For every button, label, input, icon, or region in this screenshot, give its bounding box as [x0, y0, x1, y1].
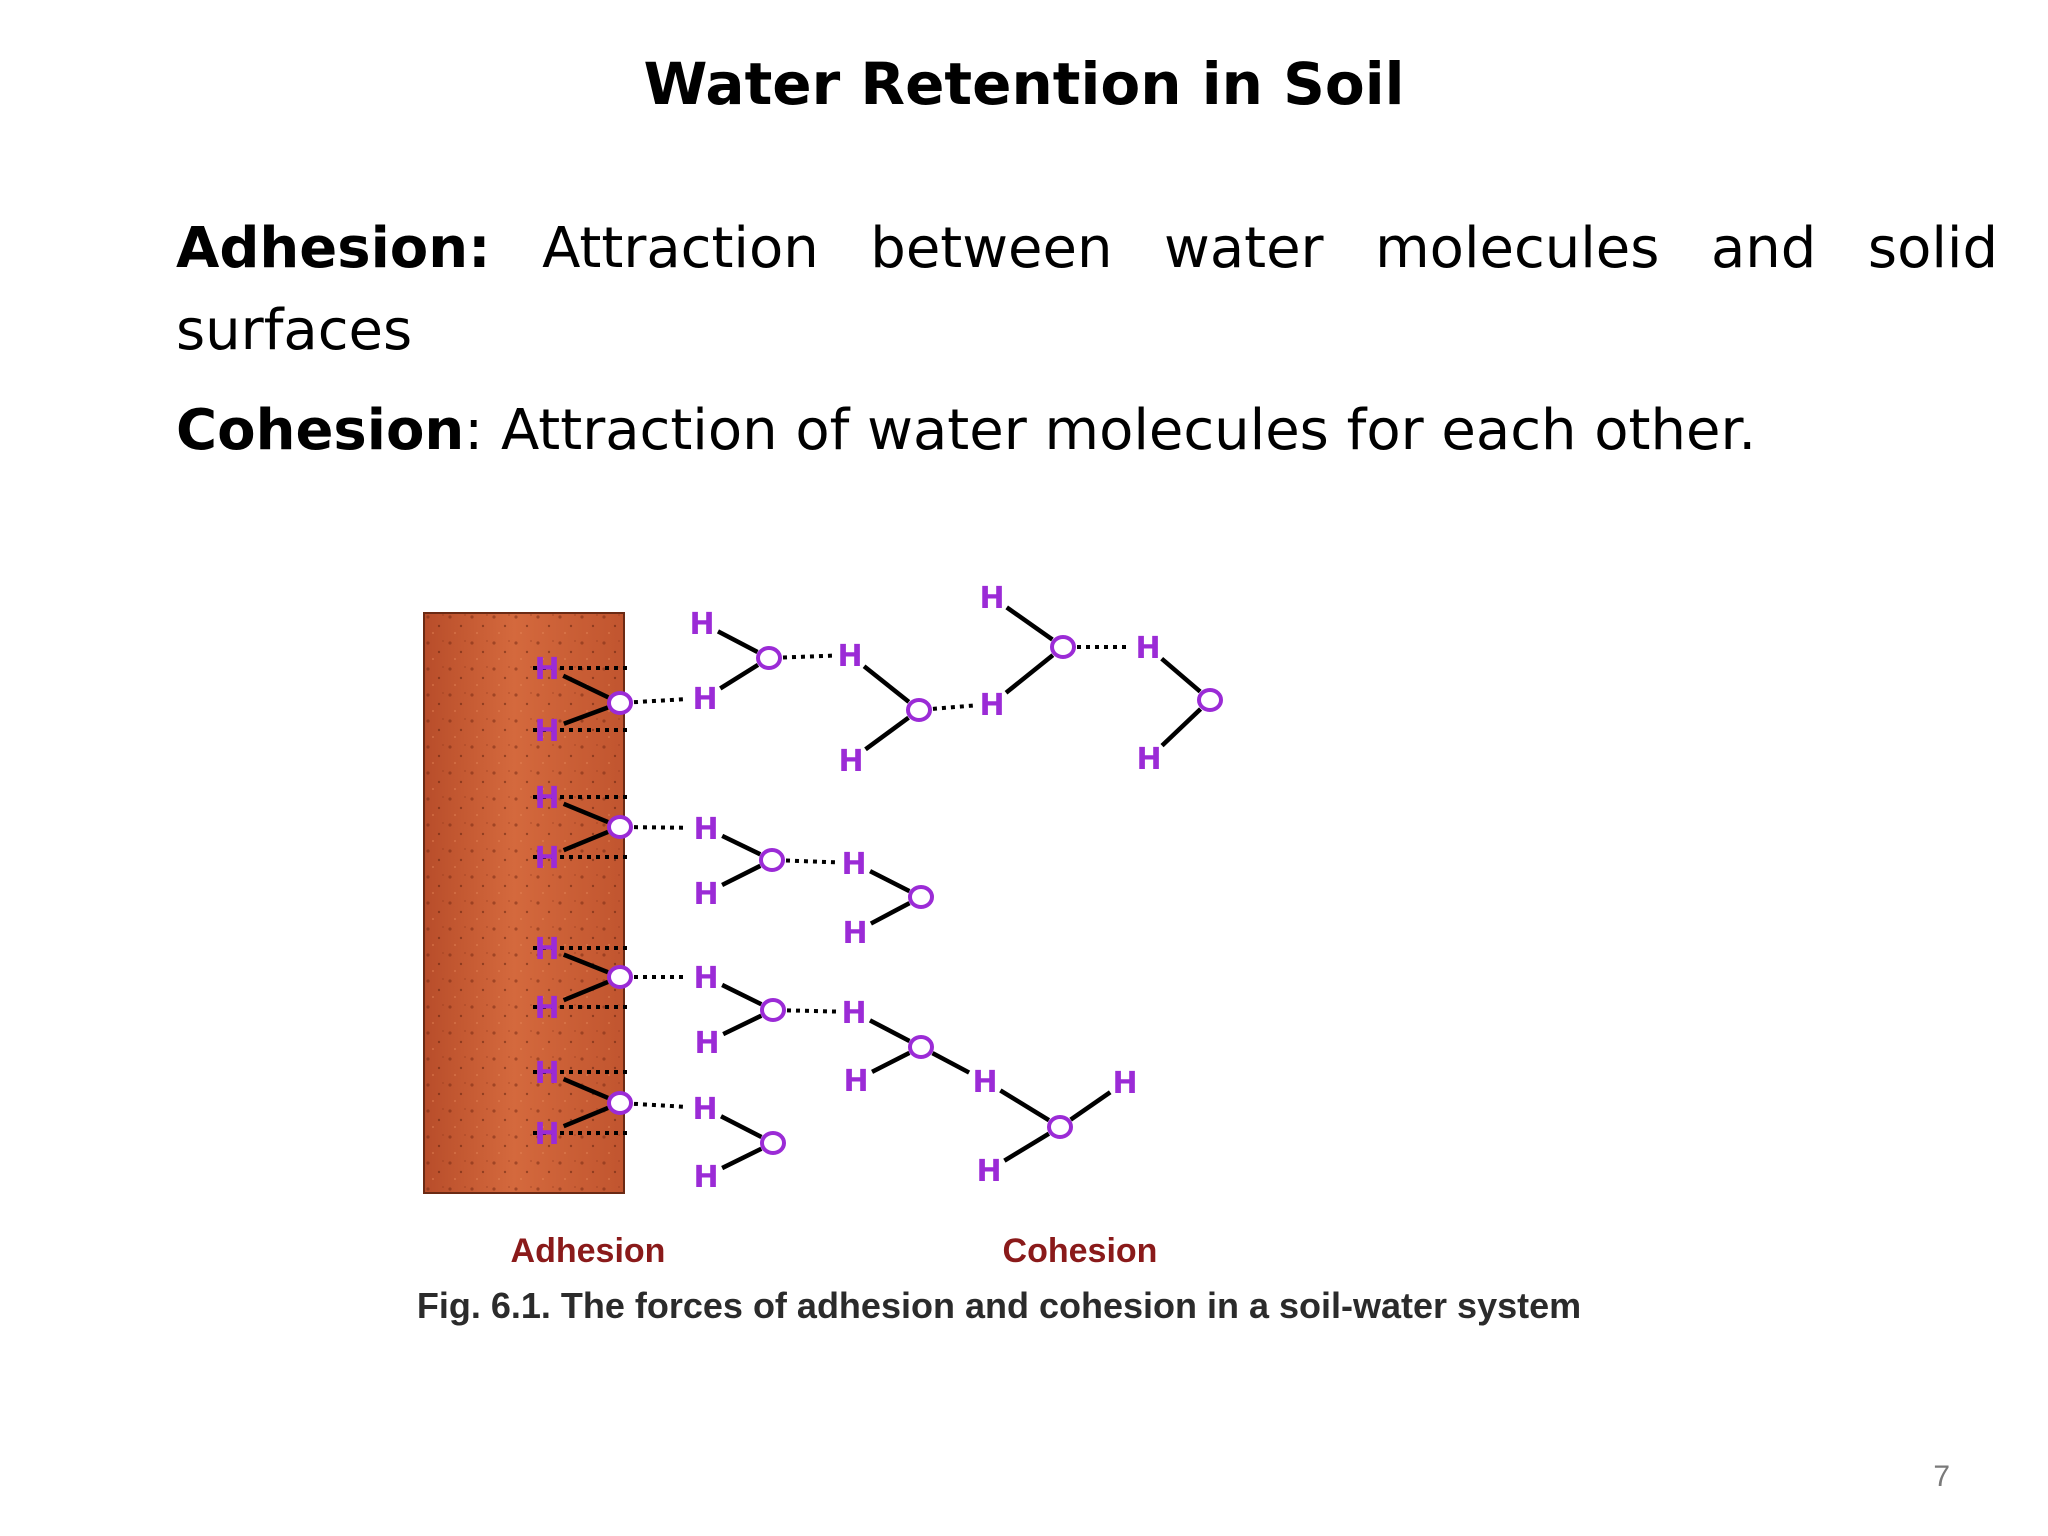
oxygen-atom [1050, 635, 1076, 659]
soil-surface [423, 612, 625, 1194]
covalent-bond [563, 705, 609, 726]
hydrogen-atom: H [841, 847, 866, 882]
oxygen-atom [760, 1131, 786, 1155]
adhesion-description: Attraction between water molecules and s… [176, 216, 1998, 363]
hydrogen-atom: H [694, 1026, 719, 1061]
cohesion-bond [633, 1101, 688, 1109]
hydrogen-atom: H [692, 682, 717, 717]
covalent-bond [722, 1013, 763, 1037]
hydrogen-atom: H [534, 1117, 559, 1152]
oxygen-atom [908, 1035, 934, 1059]
covalent-bond [869, 869, 911, 894]
covalent-bond [1160, 707, 1203, 748]
hydrogen-atom: H [534, 714, 559, 749]
cohesion-definition: Cohesion: Attraction of water molecules … [176, 390, 1998, 472]
covalent-bond [1004, 653, 1055, 695]
oxygen-atom [1197, 688, 1223, 712]
covalent-bond [1003, 1131, 1051, 1163]
cohesion-bond [786, 1008, 837, 1014]
covalent-bond [1069, 1090, 1112, 1122]
covalent-bond [871, 1050, 911, 1074]
covalent-bond [869, 901, 911, 926]
hydrogen-atom: H [843, 1064, 868, 1099]
oxygen-atom [607, 815, 633, 839]
hydrogen-atom: H [693, 877, 718, 912]
oxygen-atom [1047, 1115, 1073, 1139]
adhesion-term: Adhesion: [176, 216, 491, 281]
covalent-bond [862, 664, 911, 704]
cohesion-label: Cohesion [1003, 1232, 1158, 1270]
oxygen-atom [759, 848, 785, 872]
cohesion-description: : Attraction of water molecules for each… [464, 398, 1757, 463]
hydrogen-atom: H [534, 781, 559, 816]
hydrogen-atom: H [693, 1160, 718, 1195]
oxygen-atom [760, 998, 786, 1022]
covalent-bond [562, 1076, 609, 1100]
cohesion-term: Cohesion [176, 398, 465, 463]
covalent-bond [716, 629, 759, 654]
hydrogen-atom: H [693, 961, 718, 996]
covalent-bond [864, 715, 910, 752]
covalent-bond [999, 1088, 1051, 1123]
hydrogen-atom: H [534, 1056, 559, 1091]
covalent-bond [562, 1105, 609, 1129]
hydrogen-atom: H [534, 652, 559, 687]
hydrogen-atom: H [976, 1154, 1001, 1189]
covalent-bond [719, 1114, 763, 1140]
hydrogen-atom: H [689, 607, 714, 642]
figure-caption: Fig. 6.1. The forces of adhesion and coh… [416, 1285, 1582, 1326]
adhesion-label: Adhesion [511, 1232, 666, 1270]
oxygen-atom [607, 691, 633, 715]
hydrogen-atom: H [1135, 631, 1160, 666]
hydrogen-atom: H [692, 1092, 717, 1127]
hydrogen-atom: H [693, 812, 718, 847]
slide-title: Water Retention in Soil [643, 50, 1405, 118]
adhesion-definition: Adhesion: Attraction between water molec… [176, 208, 1998, 372]
bonds [532, 605, 1203, 1171]
oxygen-atom [756, 646, 782, 670]
hydrogen-atom: H [837, 639, 862, 674]
hydrogen-atom: H [841, 996, 866, 1031]
covalent-bond [562, 979, 609, 1003]
oxygen-atom [607, 1091, 633, 1115]
covalent-bond [719, 662, 760, 691]
hydrogen-atom: H [972, 1065, 997, 1100]
oxygen-atom [906, 698, 932, 722]
cohesion-bond [931, 1051, 971, 1075]
hydrogen-atom: H [534, 932, 559, 967]
hydrogen-atom: H [534, 841, 559, 876]
cohesion-bond [633, 825, 689, 830]
page-number: 7 [1933, 1460, 1950, 1493]
hydrogen-atom: H [838, 744, 863, 779]
covalent-bond [721, 982, 763, 1007]
covalent-bond [1160, 656, 1202, 694]
covalent-bond [562, 952, 609, 975]
oxygen-atom [908, 885, 934, 909]
covalent-bond [721, 863, 762, 887]
covalent-bond [562, 829, 609, 853]
covalent-bond [721, 1146, 763, 1171]
cohesion-bond [785, 858, 837, 865]
covalent-bond [562, 673, 610, 700]
hydrogen-atom: H [979, 581, 1004, 616]
oxygen-atom [607, 965, 633, 989]
covalent-bond [562, 801, 609, 825]
covalent-bond [868, 1018, 911, 1043]
cohesion-bond [633, 697, 688, 705]
covalent-bond [721, 833, 762, 857]
hydrogen-atom: H [842, 916, 867, 951]
cohesion-bond [782, 653, 833, 660]
cohesion-bond [932, 703, 975, 711]
hydrogen-atom: H [1136, 742, 1161, 777]
hydrogen-atom: H [979, 688, 1004, 723]
covalent-bond [1005, 605, 1054, 642]
hydrogen-atom: H [534, 991, 559, 1026]
hydrogen-atom: H [1112, 1066, 1137, 1101]
